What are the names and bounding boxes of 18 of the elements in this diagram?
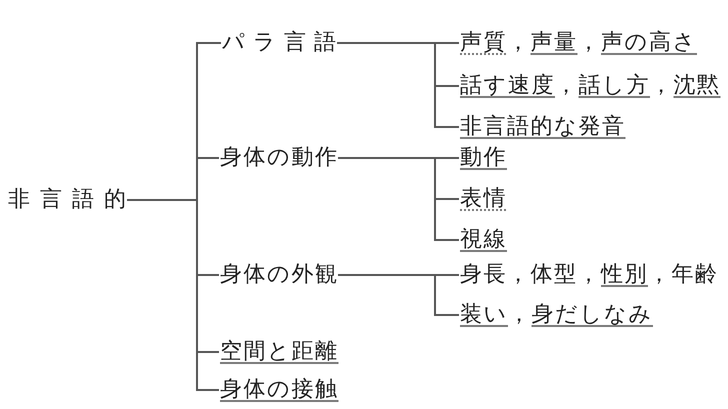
term-label: 動作 [460,145,506,175]
term-label: 声質，声量，声の高さ [460,30,696,60]
connector-line [127,199,219,391]
term-label: 身体の動作 [220,145,337,175]
term-label: 非言語的 [8,187,126,217]
connector-line [338,274,459,316]
term-label: パラ言語 [222,30,336,60]
term-label: 話す速度，話し方，沈黙 [460,73,719,103]
term-label: 表情 [460,186,506,216]
term-label: 非言語的な発音 [460,114,624,144]
term-label: 身体の接触 [220,377,337,407]
term-label: 身体の外観 [220,262,337,292]
term-label: 装い，身だしなみ [460,302,652,332]
connector-line [338,157,459,241]
term-label: 空間と距離 [220,339,337,369]
connector-line [337,42,459,128]
term-label: 視線 [460,227,506,257]
term-label: 身長，体型，性別，年齢 [460,262,717,292]
